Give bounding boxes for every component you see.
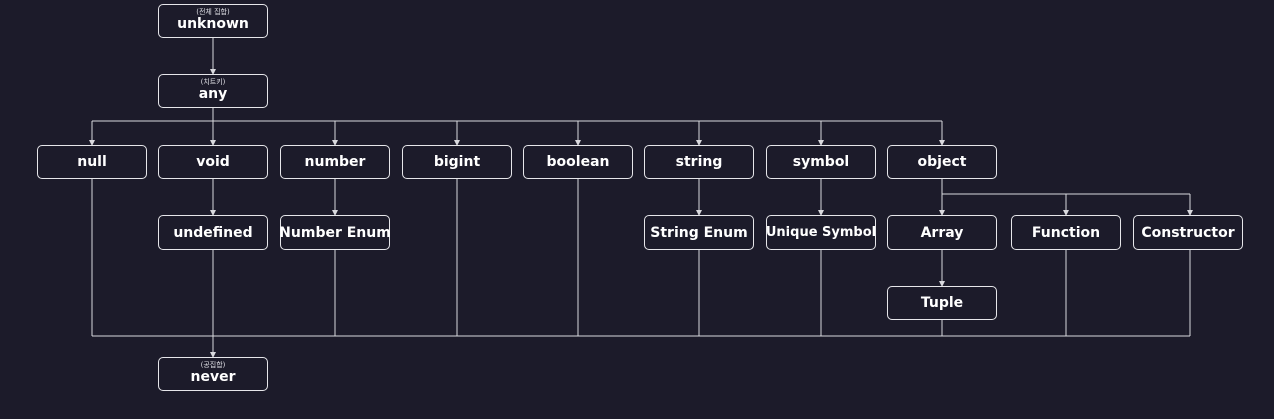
node-array: Array [887,215,997,250]
node-unknown-label: unknown [177,16,249,32]
node-function-label: Function [1031,224,1101,241]
node-symbol: symbol [766,145,876,179]
node-never-label: never [190,369,236,385]
node-null: null [37,145,147,179]
node-object-label: object [917,154,967,170]
node-object: object [887,145,997,179]
node-unique-symbol-label: Unique Symbol [765,224,877,240]
node-undefined-label: undefined [173,224,253,241]
node-string-label: string [675,154,723,170]
node-never-sub: (공집합) [200,361,226,369]
node-tuple: Tuple [887,286,997,320]
node-function: Function [1011,215,1121,250]
node-string-enum: String Enum [644,215,754,250]
node-boolean: boolean [523,145,633,179]
node-unique-symbol: Unique Symbol [766,215,876,250]
node-number-enum: Number Enum [279,215,391,250]
node-undefined: undefined [158,215,268,250]
node-symbol-label: symbol [792,154,850,170]
node-tuple-label: Tuple [920,295,964,311]
node-string-enum-label: String Enum [650,224,748,241]
node-constructor-label: Constructor [1141,224,1235,241]
node-void: void [158,145,268,179]
node-number: number [280,145,390,179]
node-null-label: null [77,154,107,170]
node-void-label: void [196,154,230,170]
node-never: (공집합) never [158,357,268,391]
node-bigint-label: bigint [433,154,481,170]
node-string: string [644,145,754,179]
node-any: (치트키) any [158,74,268,108]
node-number-label: number [304,154,366,170]
node-any-sub: (치트키) [200,78,226,86]
node-any-label: any [198,86,228,102]
node-array-label: Array [920,224,964,241]
node-number-enum-label: Number Enum [279,224,391,241]
node-constructor: Constructor [1133,215,1243,250]
node-unknown: (전체 집합) unknown [158,4,268,38]
node-bigint: bigint [402,145,512,179]
node-unknown-sub: (전체 집합) [196,8,230,16]
node-boolean-label: boolean [546,154,610,170]
